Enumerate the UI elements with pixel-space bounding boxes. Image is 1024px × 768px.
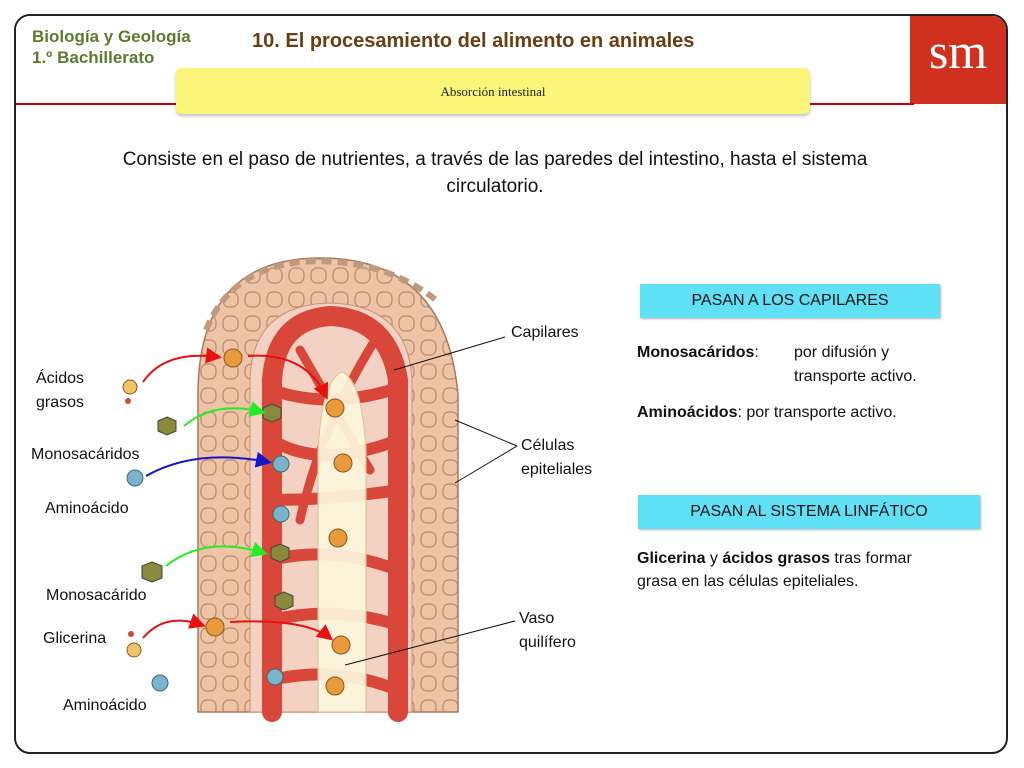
- sugar-particle-in-2: [270, 543, 290, 563]
- label-epiteliales: epiteliales: [521, 461, 593, 478]
- arrow-glycerol-in: [142, 613, 206, 639]
- label-celulas: Células: [521, 437, 575, 454]
- capilares-amino-line: Aminoácidos: por transporte activo.: [637, 401, 897, 424]
- subject-line-1: Biología y Geología: [32, 27, 191, 46]
- glicerina-term: Glicerina: [637, 550, 706, 567]
- fat-particle-out-1: [122, 379, 138, 395]
- mono-colon: :: [754, 344, 759, 361]
- label-acidos: Ácidos: [36, 370, 85, 387]
- amino-particle-in-2: [272, 505, 290, 523]
- publisher-logo: sm: [910, 16, 1006, 104]
- mono-desc-2: transporte activo.: [794, 368, 917, 385]
- arrow-fatty-acids-in: [142, 347, 222, 383]
- conj-y: y: [705, 550, 723, 567]
- label-grasos: grasos: [36, 394, 85, 411]
- sugar-particle-in-1: [262, 403, 282, 423]
- fat-particle-in-1: [223, 348, 243, 368]
- label-capilares: Capilares: [511, 324, 579, 341]
- leader-celulas-2: [454, 445, 518, 484]
- leader-celulas-1: [454, 419, 518, 447]
- fat-particle-in-3: [333, 453, 353, 473]
- amino-particle-in-3: [266, 668, 284, 686]
- fat-particle-in-6: [331, 635, 351, 655]
- sugar-particle-in-3: [274, 591, 294, 611]
- label-aminoacido-2: Aminoácido: [63, 697, 147, 714]
- capilares-heading: PASAN A LOS CAPILARES: [640, 284, 940, 318]
- label-glicerina: Glicerina: [43, 630, 107, 647]
- intro-paragraph: Consiste en el paso de nutrientes, a tra…: [122, 149, 868, 197]
- label-monosacaridos: Monosacáridos: [31, 446, 140, 463]
- label-aminoacido-1: Aminoácido: [45, 500, 129, 517]
- sugar-particle-out-1: [157, 416, 177, 436]
- sugar-particle-out-2: [141, 561, 163, 583]
- arrow-monosaccharides-in: [183, 401, 266, 427]
- leader-capilares: [393, 336, 506, 371]
- label-vaso: Vaso: [519, 610, 555, 627]
- fat-particle-in-5: [205, 617, 225, 637]
- amino-term: Aminoácidos: [637, 404, 738, 421]
- subject-label: Biología y Geología 1.º Bachillerato: [32, 26, 191, 68]
- acidos-grasos-term: ácidos grasos: [722, 550, 830, 567]
- arrow-fatty-acids-to-lacteal: [247, 354, 329, 400]
- amino-particle-out-1: [126, 469, 144, 487]
- mono-desc-1: por difusión y: [794, 344, 890, 361]
- fat-particle-in-7: [325, 676, 345, 696]
- amino-desc: : por transporte activo.: [737, 404, 897, 421]
- fat-particle-in-4: [328, 528, 348, 548]
- amino-particle-in-1: [272, 455, 290, 473]
- leader-vaso: [344, 620, 516, 666]
- label-monosacarido: Monosacárido: [46, 587, 147, 604]
- slide-frame: Biología y Geología 1.º Bachillerato 10.…: [14, 14, 1008, 754]
- slide-title: 10. El procesamiento del alimento en ani…: [252, 30, 695, 52]
- fat-particle-in-2: [325, 398, 345, 418]
- mono-term: Monosacáridos: [637, 344, 755, 361]
- arrow-amino-in: [145, 451, 272, 477]
- linfatico-desc-1: tras formar: [829, 550, 912, 567]
- logo-text: sm: [928, 23, 988, 79]
- brush-border: [203, 258, 438, 332]
- label-quilifero: quilífero: [519, 634, 576, 651]
- subject-line-2: 1.º Bachillerato: [32, 48, 155, 67]
- amino-particle-out-2: [151, 674, 169, 692]
- glycerol-dot-out-2: [128, 631, 134, 637]
- capillary-outer-left: [262, 305, 408, 722]
- arrow-monosaccharide-in: [165, 541, 268, 567]
- glycerol-dot-out-1: [125, 398, 131, 404]
- subtitle-text: Absorción intestinal: [440, 84, 546, 99]
- linfatico-heading: PASAN AL SISTEMA LINFÁTICO: [638, 495, 980, 529]
- subtitle-bar: Absorción intestinal: [176, 68, 810, 114]
- arrow-glycerol-to-lacteal: [229, 620, 334, 641]
- fat-particle-out-2: [126, 642, 142, 658]
- linfatico-desc-2: grasa en las células epiteliales.: [637, 573, 859, 590]
- linfatico-desc: Glicerina y ácidos grasos tras formar gr…: [637, 547, 997, 593]
- capilares-mono-line: Monosacáridos:: [637, 341, 759, 364]
